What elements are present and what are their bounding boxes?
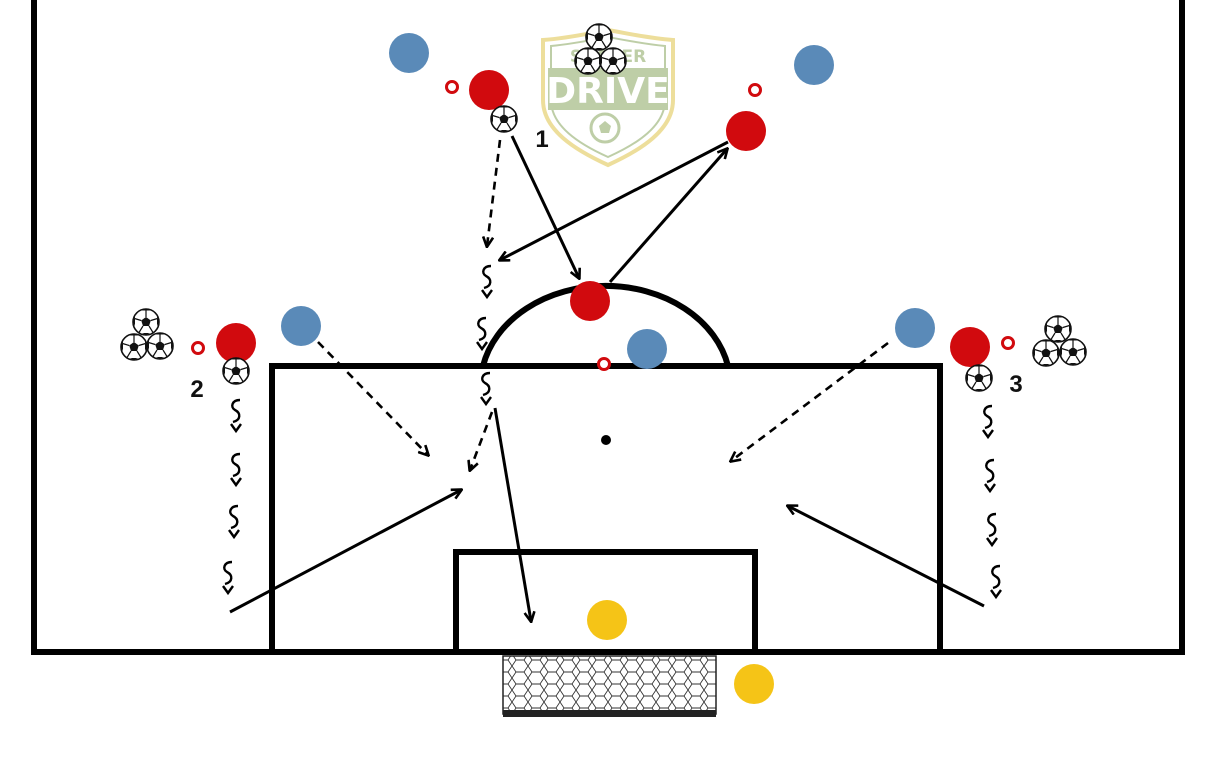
- cross-arrow: [788, 506, 985, 608]
- soccer-ball-icon: [1059, 338, 1087, 366]
- goalkeeper-player: [587, 600, 627, 640]
- shot-arrow: [493, 407, 531, 621]
- soccer-ball-icon: [222, 357, 250, 385]
- cone-icon: [191, 341, 205, 355]
- soccer-ball-icon: [120, 333, 148, 361]
- logo-main-text: DRIVE: [546, 71, 669, 112]
- penalty-arc: [480, 282, 731, 367]
- cross-arrow: [229, 490, 461, 614]
- run-arrow: [317, 341, 428, 455]
- defender-player: [627, 329, 667, 369]
- pass-arrow: [608, 149, 727, 283]
- cone-icon: [597, 357, 611, 371]
- run-arrow: [487, 139, 502, 246]
- dribble-icon: [480, 264, 494, 299]
- soccer-ball-icon: [490, 105, 518, 133]
- goal-net: [502, 655, 717, 715]
- dribble-icon: [229, 452, 243, 487]
- cone-icon: [748, 83, 762, 97]
- soccer-ball-icon: [132, 308, 160, 336]
- dribble-paths: [221, 264, 1003, 599]
- soccer-ball-icon: [599, 47, 627, 75]
- goalkeeper-player: [734, 664, 774, 704]
- dribble-icon: [227, 504, 241, 539]
- run-arrow: [470, 411, 494, 470]
- attacker-player: [726, 111, 766, 151]
- movement-arrows: [229, 135, 985, 621]
- attacker-player: [469, 70, 509, 110]
- soccer-ball-icon: [585, 23, 613, 51]
- dribble-icon: [475, 316, 489, 351]
- soccer-ball-icon: [574, 47, 602, 75]
- defender-player: [895, 308, 935, 348]
- players: [216, 33, 990, 704]
- attacker-player: [216, 323, 256, 363]
- soccer-ball-icon: [146, 332, 174, 360]
- attacker-player: [950, 327, 990, 367]
- dribble-icon: [229, 398, 243, 433]
- goal: [502, 655, 717, 717]
- defender-player: [389, 33, 429, 73]
- dribble-icon: [989, 564, 1003, 599]
- field-boundary: [31, 0, 1185, 655]
- run-arrow: [731, 341, 889, 461]
- dribble-icon: [981, 404, 995, 439]
- group-label-1: 1: [535, 126, 548, 153]
- group-label-2: 2: [190, 376, 203, 403]
- pass-arrow: [510, 135, 579, 278]
- pass-arrow: [500, 140, 729, 260]
- dribble-icon: [983, 458, 997, 493]
- field-lines: [31, 0, 1185, 655]
- defender-player: [281, 306, 321, 346]
- penalty-spot: [601, 435, 611, 445]
- group-labels: 1 2 3: [190, 126, 1022, 403]
- dribble-icon: [985, 512, 999, 547]
- soccer-ball-icon: [1044, 315, 1072, 343]
- defender-player: [794, 45, 834, 85]
- cone-icon: [1001, 336, 1015, 350]
- group-label-3: 3: [1009, 371, 1022, 398]
- cone-icon: [445, 80, 459, 94]
- attacker-player: [570, 281, 610, 321]
- goal-box: [453, 549, 758, 652]
- soccer-ball-icon: [965, 364, 993, 392]
- dribble-icon: [479, 371, 493, 406]
- dribble-icon: [221, 560, 235, 595]
- soccer-ball-icon: [1032, 339, 1060, 367]
